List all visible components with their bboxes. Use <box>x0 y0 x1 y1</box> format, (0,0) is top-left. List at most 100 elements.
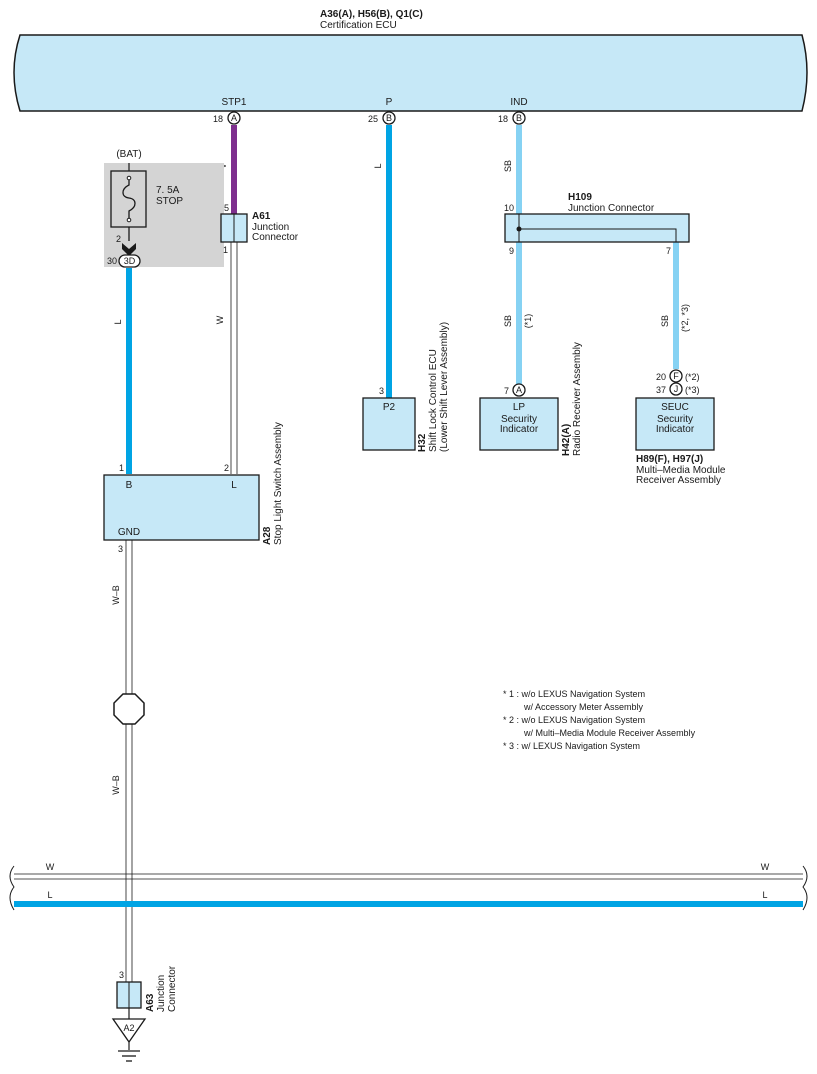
h42-terminal <box>512 383 526 397</box>
h89-sub-line2: Indicator <box>656 424 695 435</box>
a63-name-line1: Junction <box>156 975 167 1012</box>
bus-break-right <box>802 865 808 911</box>
wire-label-sb-h42-note: (*1) <box>523 314 533 329</box>
ecu-terminal-stp1-conn: A <box>231 113 237 123</box>
h42-terminal-label: LP <box>513 402 526 413</box>
a61-pin-out: 1 <box>223 245 228 255</box>
h32-code: H32 <box>417 433 428 452</box>
ground-point-triangle <box>111 1018 147 1044</box>
h89-pin2: 37 <box>656 385 666 395</box>
certification-ecu: A36(A), H56(B), Q1(C) Certification ECU … <box>13 9 808 112</box>
ground-icon <box>118 1050 140 1062</box>
h89-name-line1: Multi–Media Module <box>636 465 726 476</box>
ecu-terminal-p <box>382 111 396 125</box>
bus-l-left-label: L <box>47 890 52 900</box>
a61-name-line1: Junction <box>252 222 289 233</box>
a28-name: Stop Light Switch Assembly <box>273 422 284 545</box>
fuse-connector-arrow <box>122 243 136 256</box>
h109-junction-connector: H109 Junction Connector 10 9 7 <box>504 192 690 256</box>
h109-splice-dot <box>516 226 522 232</box>
a28-pin-b: 1 <box>119 463 124 473</box>
h32-pin: 3 <box>379 386 384 396</box>
h109-code: H109 <box>568 192 592 203</box>
h89-note2: (*3) <box>685 385 700 395</box>
ecu-body <box>13 34 808 112</box>
a63-name-line2: Connector <box>167 965 178 1012</box>
h89-terminal-j <box>669 382 683 396</box>
ecu-pin-stp1-number: 18 <box>213 114 223 124</box>
fuse-source-label: (BAT) <box>116 149 141 160</box>
wire-label-l-fuse: L <box>113 319 123 324</box>
wire-label-l-p: L <box>373 163 383 168</box>
a28-label-gnd: GND <box>118 527 140 538</box>
ecu-pin-stp1-label: STP1 <box>221 97 246 108</box>
h89-name-line2: Receiver Assembly <box>636 475 721 486</box>
h89-terminal-f <box>669 369 683 383</box>
h109-name: Junction Connector <box>568 203 655 214</box>
fuse-rating: 7. 5A <box>156 185 180 196</box>
a61-junction-connector: 5 1 A61 Junction Connector <box>220 203 299 255</box>
h42-code: H42(A) <box>561 424 572 456</box>
a28-stop-light-switch: 1 2 B L GND 3 A28 Stop Light Switch Asse… <box>103 422 284 554</box>
fuse-block: (BAT) 7. 5A STOP 2 30 3D <box>104 149 224 268</box>
footnote-1-cont: w/ Accessory Meter Assembly <box>523 702 644 712</box>
ecu-pin-p-label: P <box>386 97 393 108</box>
h32-body <box>362 397 416 451</box>
h42-pin: 7 <box>504 386 509 396</box>
bus-w-left-label: W <box>46 862 55 872</box>
h42-body <box>479 397 559 451</box>
footnote-2-cont: w/ Multi–Media Module Receiver Assembly <box>523 728 696 738</box>
a28-pin-gnd: 3 <box>118 544 123 554</box>
h89-body <box>635 397 715 451</box>
h89-note1: (*2) <box>685 372 700 382</box>
wire-label-w: W <box>215 315 225 324</box>
ecu-name: Certification ECU <box>320 20 397 31</box>
bus-l-right-label: L <box>762 890 767 900</box>
bus-wires: W W L L <box>9 862 808 911</box>
fuse-connector-label: 3D <box>124 256 136 266</box>
ecu-terminal-ind <box>512 111 526 125</box>
a28-body <box>103 474 260 541</box>
h32-name-line1: Shift Lock Control ECU <box>428 349 439 452</box>
fuse-pin-bottom: 30 <box>107 256 117 266</box>
fuse-connector-oval <box>118 254 141 268</box>
ground-point-label: A2 <box>123 1023 134 1033</box>
wire-label-sb-ind: SB <box>503 160 513 172</box>
h89-terminal-j-conn: J <box>674 384 679 394</box>
fuse-pin-top: 2 <box>116 234 121 244</box>
bus-break-left <box>9 865 15 911</box>
a61-name-line2: Connector <box>252 232 299 243</box>
ecu-pin-ind-label: IND <box>510 97 527 108</box>
h89-terminal-label: SEUC <box>661 402 689 413</box>
h42-radio-receiver: 7 A LP Security Indicator H42(A) Radio R… <box>479 342 583 456</box>
footnote-2: * 2 : w/o LEXUS Navigation System <box>503 715 645 725</box>
wire-label-wb-lower: W–B <box>111 775 121 795</box>
h109-pin-out-left: 9 <box>509 246 514 256</box>
h42-name: Radio Receiver Assembly <box>572 342 583 456</box>
ecu-pin-p-number: 25 <box>368 114 378 124</box>
bus-w-right-label: W <box>761 862 770 872</box>
footnote-1: * 1 : w/o LEXUS Navigation System <box>503 689 645 699</box>
footnotes: * 1 : w/o LEXUS Navigation System w/ Acc… <box>503 689 696 751</box>
a28-label-b: B <box>126 480 133 491</box>
wire-label-sb-h42: SB <box>503 315 513 327</box>
wire-label-sb-h89-note: (*2, *3) <box>680 304 690 332</box>
h89-sub-line1: Security <box>657 414 693 425</box>
wire-label-sb-h89: SB <box>660 315 670 327</box>
a28-label-l: L <box>231 480 237 491</box>
h89-multimedia-receiver: 20 F (*2) 37 J (*3) SEUC Security Indica… <box>635 369 726 486</box>
h42-sub-line2: Indicator <box>500 424 539 435</box>
a28-code: A28 <box>262 526 273 545</box>
a63-junction-connector: 3 A63 Junction Connector A2 <box>111 965 178 1062</box>
h42-sub-line1: Security <box>501 414 537 425</box>
h32-name-line2: (Lower Shift Lever Assembly) <box>439 322 450 452</box>
h109-pin-out-right: 7 <box>666 246 671 256</box>
ground-splice-octagon <box>113 693 145 725</box>
ecu-pin-ind-number: 18 <box>498 114 508 124</box>
h42-terminal-conn: A <box>516 385 522 395</box>
a61-pin-in: 5 <box>224 203 229 213</box>
h109-body <box>504 213 690 243</box>
h32-terminal-label: P2 <box>383 402 396 413</box>
h89-pin1: 20 <box>656 372 666 382</box>
